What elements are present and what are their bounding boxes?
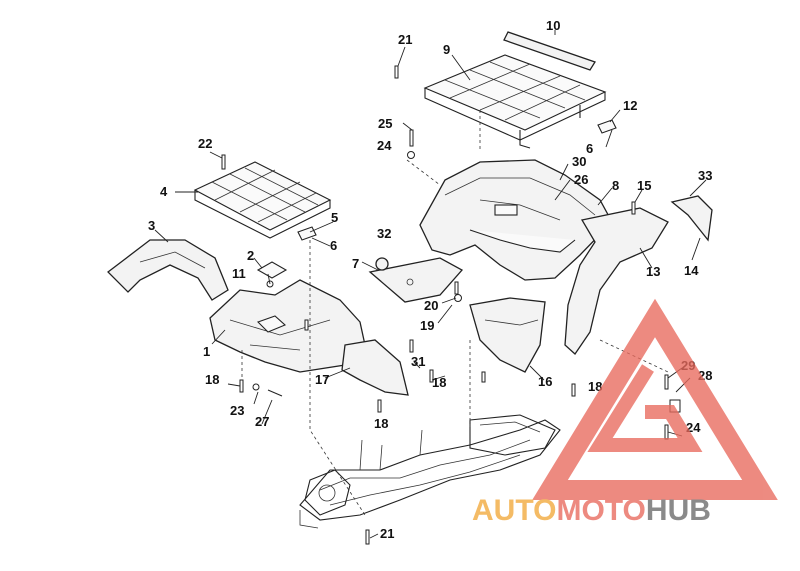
callout-18d: 18 — [588, 379, 602, 394]
callout-25: 25 — [378, 116, 392, 131]
callout-5: 5 — [331, 210, 338, 225]
callout-30: 30 — [572, 154, 586, 169]
rear-rack — [423, 54, 607, 149]
side-guard-14 — [670, 195, 713, 242]
front-mud-flap — [107, 239, 229, 301]
callout-23: 23 — [230, 403, 244, 418]
callout-7: 7 — [352, 256, 359, 271]
fasteners — [221, 65, 681, 545]
rack-pad — [503, 31, 596, 71]
callout-17: 17 — [315, 372, 329, 387]
callout-18c: 18 — [374, 416, 388, 431]
callout-8: 8 — [612, 178, 619, 193]
grommet-32 — [375, 257, 389, 271]
cover-plate — [256, 261, 288, 279]
callout-6a: 6 — [330, 238, 337, 253]
callout-3: 3 — [148, 218, 155, 233]
rear-mud-guard — [469, 297, 546, 373]
callout-9: 9 — [443, 42, 450, 57]
callout-12: 12 — [623, 98, 637, 113]
callout-33: 33 — [698, 168, 712, 183]
watermark: AUTOMOTOHUB — [472, 298, 778, 527]
front-rack — [193, 161, 332, 239]
callout-11: 11 — [232, 266, 246, 281]
callout-19: 19 — [420, 318, 434, 333]
rear-fender — [419, 159, 613, 281]
callout-22: 22 — [198, 136, 212, 151]
frame-chassis — [299, 414, 561, 529]
watermark-moto: MOTO — [556, 494, 645, 527]
callout-16: 16 — [538, 374, 552, 389]
callout-10: 10 — [546, 18, 560, 33]
callout-24a: 24 — [377, 138, 392, 153]
callout-2: 2 — [247, 248, 254, 263]
callout-26: 26 — [574, 172, 588, 187]
callout-1: 1 — [203, 344, 210, 359]
callout-21a: 21 — [398, 32, 412, 47]
clamp-12 — [597, 119, 617, 134]
callout-32: 32 — [377, 226, 391, 241]
callout-31: 31 — [411, 354, 425, 369]
watermark-auto: AUTO — [472, 494, 556, 527]
callout-15: 15 — [637, 178, 651, 193]
callout-13: 13 — [646, 264, 660, 279]
callout-14: 14 — [684, 263, 699, 278]
callout-4: 4 — [160, 184, 168, 199]
callout-18a: 18 — [205, 372, 219, 387]
side-panel-7 — [368, 257, 464, 303]
watermark-triangle-logo — [532, 298, 778, 500]
fender-flare — [564, 207, 669, 355]
front-fender — [209, 279, 366, 373]
callout-21b: 21 — [380, 526, 394, 541]
lower-panel-17 — [341, 339, 409, 396]
svg-text:AUTOMOTOHUB: AUTOMOTOHUB — [472, 494, 711, 527]
callout-20: 20 — [424, 298, 438, 313]
callout-27: 27 — [255, 414, 269, 429]
clamp-5 — [297, 226, 317, 241]
callout-18b: 18 — [432, 375, 446, 390]
callout-6b: 6 — [586, 141, 593, 156]
watermark-hub: HUB — [646, 494, 711, 527]
